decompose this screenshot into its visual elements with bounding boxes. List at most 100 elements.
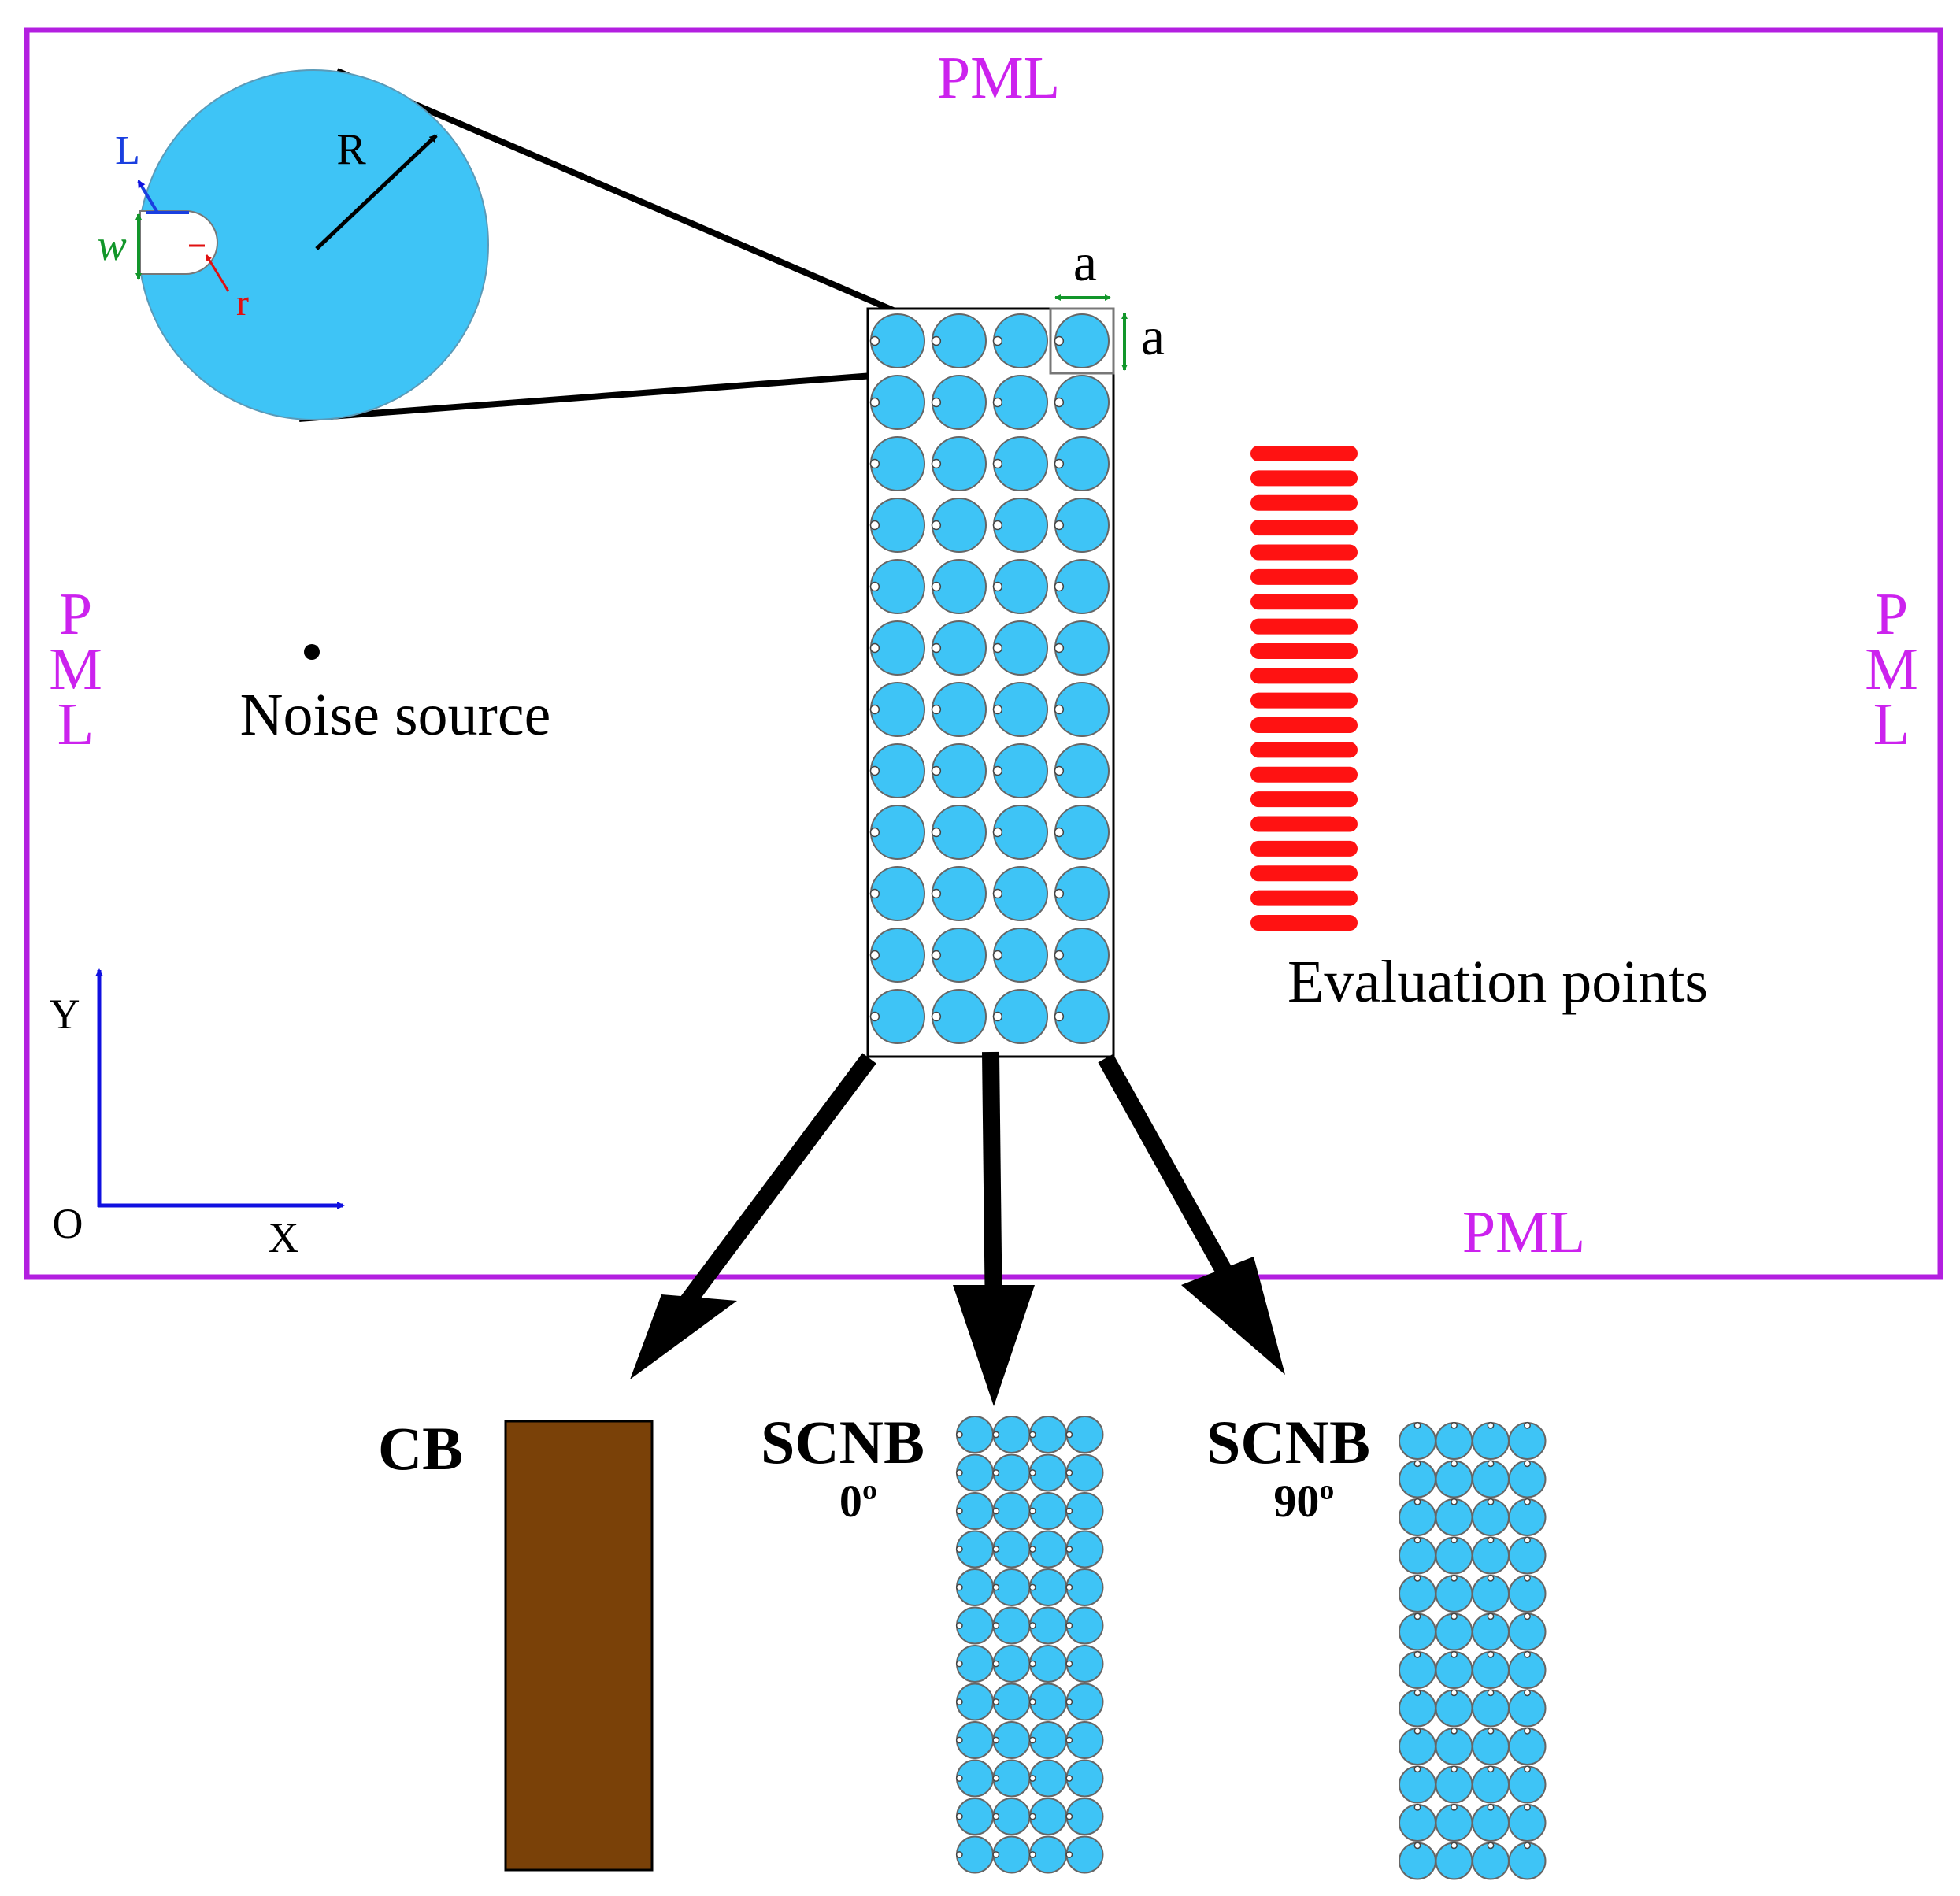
- pml-right-letter-1: P: [1875, 581, 1908, 647]
- barrier-cavity: [1054, 704, 1065, 715]
- lattice-label-horizontal: a: [1073, 232, 1097, 292]
- barrier-cavity: [1054, 458, 1065, 469]
- barrier-cavity: [869, 458, 880, 469]
- scnb-90-cavity: [1487, 1689, 1495, 1697]
- barrier-cavity: [992, 888, 1003, 899]
- scnb-90-cavity: [1413, 1650, 1421, 1658]
- scnb-90-cavity: [1451, 1689, 1458, 1697]
- arrowhead-scnb-90: [1181, 1257, 1285, 1375]
- scnb-90-cavity: [1487, 1498, 1495, 1505]
- scnb-90-cavity: [1487, 1650, 1495, 1658]
- neck-length-label: L: [115, 128, 140, 173]
- evaluation-point-row: [1250, 791, 1358, 808]
- scnb-0-cavity: [1028, 1851, 1036, 1858]
- scnb-0-cavity: [1065, 1507, 1073, 1515]
- evaluation-point-row: [1250, 544, 1358, 561]
- scnb-90-cavity: [1413, 1460, 1421, 1468]
- evaluation-point-row: [1250, 494, 1358, 511]
- barrier-cavity: [931, 888, 942, 899]
- evaluation-point-row: [1250, 520, 1358, 536]
- config-scnb-0-angle: 0º: [839, 1476, 877, 1527]
- barrier-cavity: [1054, 1011, 1065, 1022]
- cavity-radius-arrow: [205, 254, 230, 292]
- barrier-cavity: [1054, 397, 1065, 408]
- scnb-90-cavity: [1524, 1650, 1531, 1658]
- arrowhead-scnb-0: [953, 1285, 1035, 1406]
- scnb-0-cavity: [955, 1546, 963, 1553]
- barrier-cavity: [992, 827, 1003, 838]
- scnb-90-cavity: [1524, 1536, 1531, 1544]
- scnb-90-cavity: [1451, 1536, 1458, 1544]
- axis-label-x: X: [269, 1214, 299, 1261]
- config-scnb-90-angle: 90º: [1273, 1476, 1334, 1527]
- barrier-cavity: [869, 581, 880, 592]
- scnb-90-cavity: [1451, 1421, 1458, 1429]
- noise-source-dot: [304, 644, 320, 660]
- barrier-cavity: [1054, 827, 1065, 838]
- evaluation-points: [1250, 446, 1358, 931]
- barrier-cavity: [869, 1011, 880, 1022]
- scatterer-array: [869, 313, 1110, 1044]
- scnb-0-cavity: [1028, 1583, 1036, 1591]
- scnb-0-cavity: [1065, 1813, 1073, 1820]
- scnb-0-cavity: [992, 1660, 1000, 1668]
- scnb-90-cavity: [1524, 1727, 1531, 1735]
- unit-cell-inset: R w L r: [97, 69, 489, 420]
- scnb-0-cavity: [992, 1851, 1000, 1858]
- scnb-0-cavity: [1065, 1622, 1073, 1629]
- scnb-90-cavity: [1451, 1498, 1458, 1505]
- barrier-cavity: [931, 1011, 942, 1022]
- evaluation-point-row: [1250, 840, 1358, 857]
- scnb-0-cavity: [955, 1507, 963, 1515]
- barrier-cavity: [869, 888, 880, 899]
- scnb-0-cavity: [992, 1736, 1000, 1744]
- configuration-arrows: [630, 1051, 1285, 1406]
- scnb-0-cavity: [1065, 1546, 1073, 1553]
- zoom-line-lower: [298, 370, 905, 422]
- barrier-cavity: [992, 950, 1003, 961]
- barrier-cavity: [992, 397, 1003, 408]
- config-scnb-0: SCNB 0º: [761, 1408, 1104, 1874]
- barrier-cavity: [931, 520, 942, 531]
- barrier-cavity: [1054, 335, 1065, 346]
- config-scnb-0-label: SCNB: [761, 1408, 924, 1476]
- scnb-90-cavity: [1451, 1650, 1458, 1658]
- pml-left-letter-3: L: [57, 691, 94, 757]
- pml-right-letter-2: M: [1865, 636, 1918, 702]
- barrier-cavity: [992, 642, 1003, 654]
- scnb-0-cavity: [1028, 1469, 1036, 1476]
- arrow-to-scnb-90: [1098, 1054, 1244, 1298]
- scnb-90-cavity: [1487, 1574, 1495, 1582]
- scnb-90-cavity: [1524, 1460, 1531, 1468]
- coordinate-axes: Y O X: [50, 968, 345, 1261]
- scnb-0-cavity: [955, 1813, 963, 1820]
- scnb-0-cavity: [1028, 1736, 1036, 1744]
- scnb-90-cavity: [1524, 1689, 1531, 1697]
- arrow-to-cb: [672, 1053, 876, 1319]
- scnb-0-cavity: [992, 1583, 1000, 1591]
- scnb-90-cavity: [1451, 1727, 1458, 1735]
- config-cb: CB: [378, 1414, 654, 1872]
- scnb-0-cavity: [955, 1469, 963, 1476]
- scnb-90-cavity: [1524, 1803, 1531, 1811]
- scnb-0-cavity: [955, 1851, 963, 1858]
- barrier-cavity: [931, 458, 942, 469]
- scnb-0-cavity: [992, 1507, 1000, 1515]
- barrier-cavity: [1054, 950, 1065, 961]
- evaluation-point-row: [1250, 594, 1358, 610]
- scnb-90-cavity: [1524, 1842, 1531, 1850]
- radius-arrow: [315, 134, 438, 250]
- evaluation-point-row: [1250, 865, 1358, 882]
- scnb-90-cavity: [1487, 1613, 1495, 1620]
- scnb-90-cavity: [1524, 1421, 1531, 1429]
- neck-length-arrow: [137, 180, 159, 214]
- scnb-90-cavity: [1487, 1460, 1495, 1468]
- scnb-0-cavity: [992, 1622, 1000, 1629]
- scnb-90-cavity: [1413, 1842, 1421, 1850]
- scnb-0-cavity: [992, 1546, 1000, 1553]
- scnb-90-cavity: [1451, 1765, 1458, 1773]
- pml-left-letter-2: M: [49, 636, 102, 702]
- barrier-cavity: [992, 704, 1003, 715]
- scnb-0-cavity: [1065, 1583, 1073, 1591]
- scnb-0-cavity: [1028, 1813, 1036, 1820]
